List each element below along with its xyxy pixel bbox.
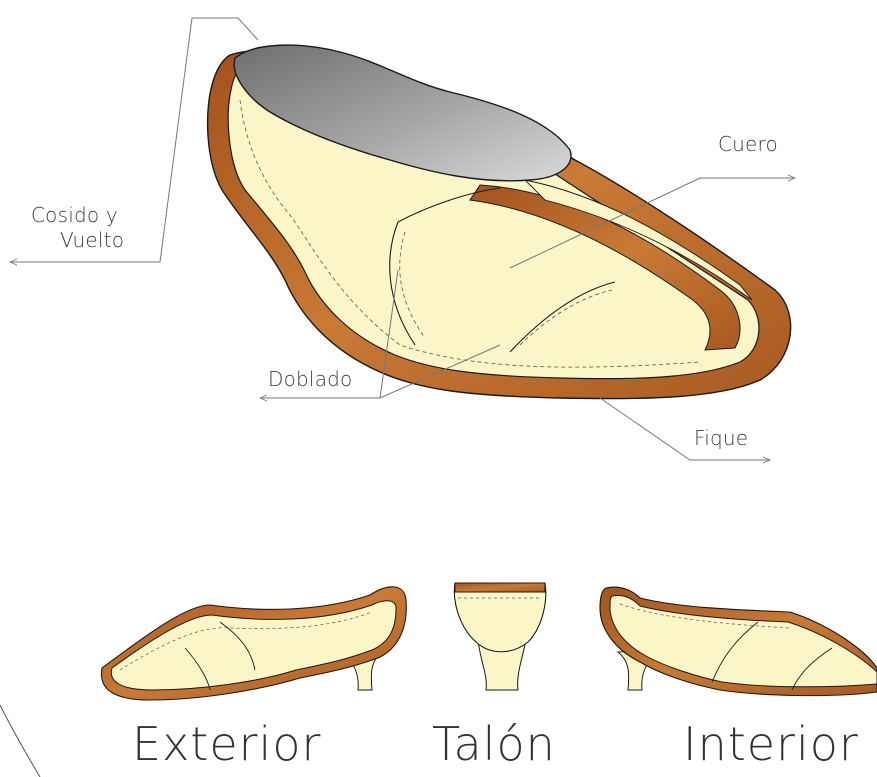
label-fique: Fique — [694, 426, 748, 450]
label-cosido-line1: Cosido y — [31, 203, 118, 227]
interior-view — [600, 587, 877, 696]
talon-body — [454, 583, 545, 652]
label-cuero: Cuero — [718, 132, 778, 156]
view-label-interior: Interior — [683, 718, 859, 770]
talon-view — [454, 583, 545, 690]
label-doblado: Doblado — [268, 367, 352, 391]
view-label-talon: Talón — [432, 718, 556, 770]
view-label-exterior: Exterior — [132, 718, 321, 770]
decorative-arc — [0, 705, 40, 777]
talon-collar — [455, 583, 545, 592]
exterior-view — [101, 587, 406, 700]
label-cosido-line2: Vuelto — [60, 228, 124, 252]
